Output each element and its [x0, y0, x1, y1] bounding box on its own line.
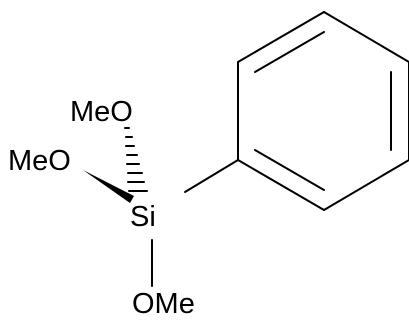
benzene-ring	[237, 11, 409, 211]
ring-bond-4	[323, 159, 409, 211]
atom-label-ome-top: MeO	[70, 96, 133, 128]
ring-bond-1	[237, 11, 325, 63]
solid-wedge-bond	[83, 170, 134, 203]
hashed-wedge-bond	[124, 127, 148, 192]
atom-label-ome-left: MeO	[8, 145, 71, 177]
atom-label-si: Si	[130, 201, 156, 233]
ring-bond-2	[323, 11, 409, 63]
ring-inner-double-3	[254, 149, 325, 191]
si-phenyl-bond	[184, 159, 239, 193]
ring-inner-double-1	[254, 31, 325, 73]
atom-label-ome-bottom: OMe	[132, 288, 195, 320]
ring-bond-5	[237, 159, 325, 211]
